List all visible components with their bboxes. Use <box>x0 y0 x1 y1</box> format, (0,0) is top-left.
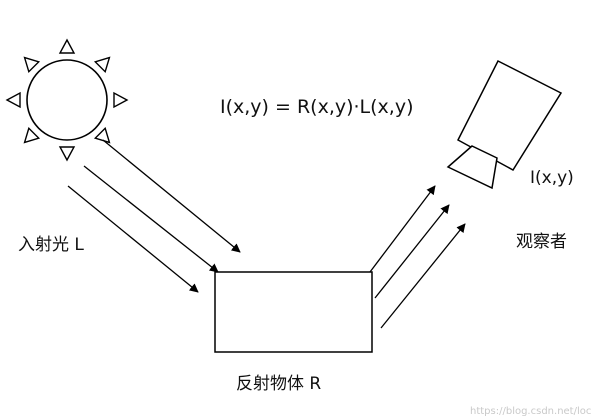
formula-text: I(x,y) = R(x,y)·L(x,y) <box>220 96 414 118</box>
watermark-text: https://blog.csdn.net/loc <box>470 406 591 417</box>
sun-ray <box>113 91 129 109</box>
reflector-box <box>214 271 373 353</box>
camera-icon <box>446 59 563 190</box>
camera-lens <box>446 145 498 190</box>
observer-intensity-label: I(x,y) <box>530 168 574 188</box>
reflected-arrow-3 <box>380 223 466 329</box>
reflected-light-arrows <box>369 185 466 329</box>
incident-arrow-3 <box>67 185 199 293</box>
observer-label: 观察者 <box>516 232 567 252</box>
incident-arrow-2 <box>83 165 219 273</box>
incident-light-label: 入射光 L <box>18 235 84 255</box>
camera-body <box>457 59 563 171</box>
sun-ray <box>23 56 41 74</box>
reflector-label: 反射物体 R <box>236 374 321 394</box>
sun-icon <box>5 38 129 162</box>
incident-light-arrows <box>67 139 241 293</box>
sun-ray <box>5 91 21 109</box>
reflected-arrow-1 <box>369 185 436 273</box>
incident-arrow-1 <box>102 139 241 253</box>
sun-ray <box>93 56 111 74</box>
reflected-arrow-2 <box>374 204 450 299</box>
sun-ray <box>23 126 41 144</box>
sun-ray <box>58 146 76 162</box>
sun-ray <box>93 126 111 144</box>
sun-ray <box>58 38 76 54</box>
